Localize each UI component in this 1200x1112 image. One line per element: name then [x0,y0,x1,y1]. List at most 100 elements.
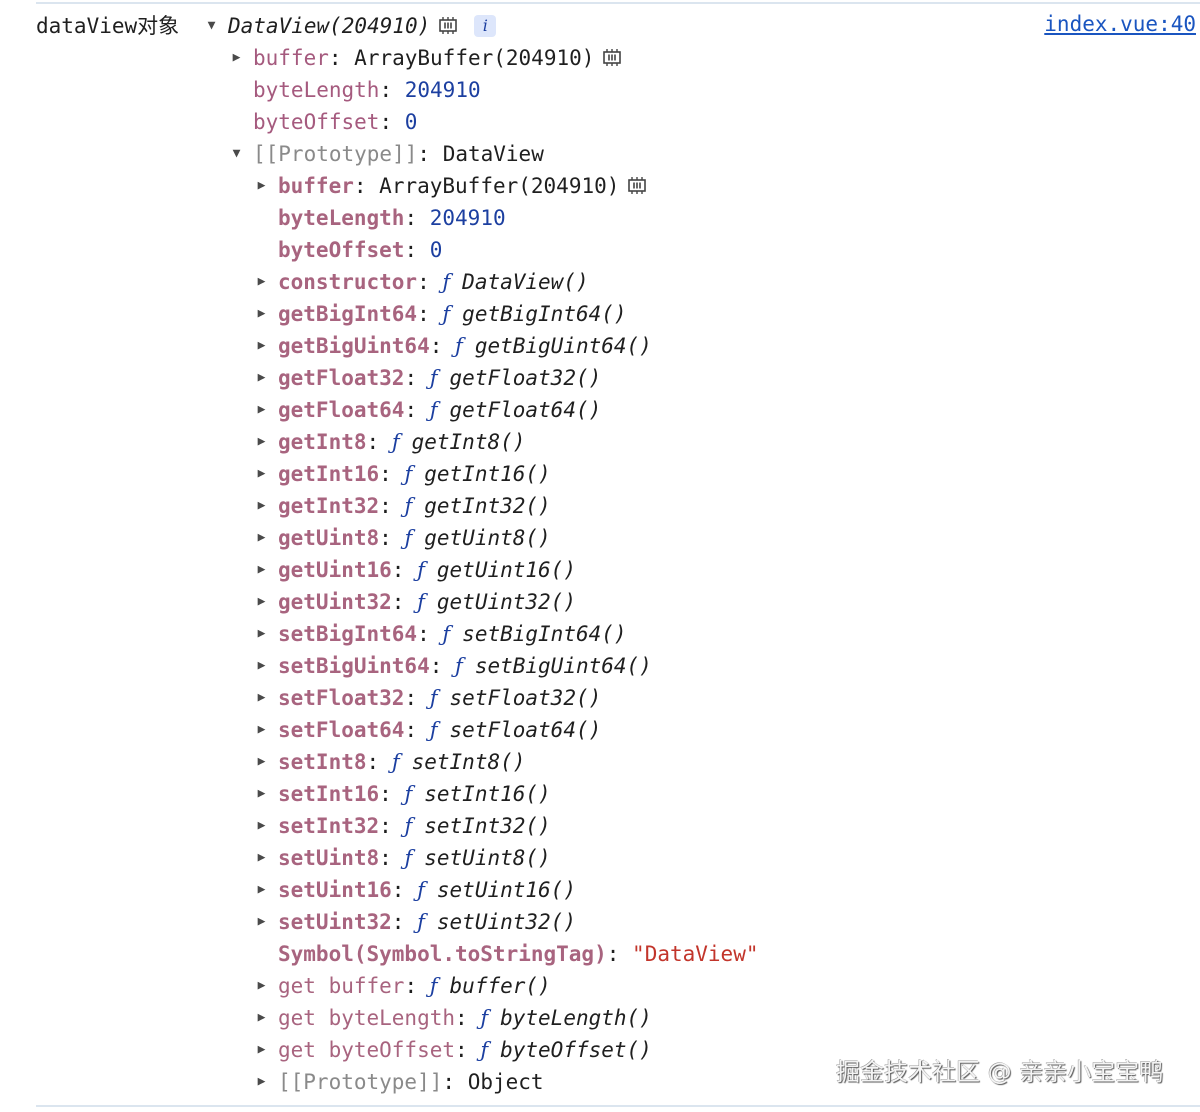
collapsed-triangle-icon[interactable]: ▶ [257,786,266,801]
expanded-triangle-icon[interactable]: ▼ [232,146,241,161]
function-icon: ƒ [480,1006,489,1030]
property-row[interactable]: ▶[[Prototype]]: Object [255,1066,544,1098]
collapsed-triangle-icon[interactable]: ▶ [257,690,266,705]
collapsed-triangle-icon[interactable]: ▶ [257,530,266,545]
memory-inspector-icon[interactable] [438,17,458,35]
function-name: getFloat64() [449,398,602,422]
property-row[interactable]: ▶buffer: ArrayBuffer(204910) [255,170,647,202]
colon: : [606,942,620,966]
function-icon: ƒ [404,526,413,550]
collapsed-triangle-icon[interactable]: ▶ [257,434,266,449]
colon: : [379,494,392,518]
source-link[interactable]: index.vue:40 [1044,12,1196,36]
collapsed-triangle-icon[interactable]: ▶ [257,562,266,577]
property-row[interactable]: ▶buffer: ArrayBuffer(204910) [230,42,622,74]
colon: : [404,206,418,230]
memory-inspector-icon[interactable] [627,177,647,195]
number-value: 204910 [429,206,506,230]
collapsed-triangle-icon[interactable]: ▶ [257,754,266,769]
colon: : [391,558,405,582]
collapsed-triangle-icon[interactable]: ▶ [257,722,266,737]
property-key: getBigInt64 [278,302,418,326]
colon: : [404,398,418,422]
collapsed-triangle-icon[interactable]: ▶ [257,850,266,865]
collapsed-triangle-icon[interactable]: ▶ [257,498,266,513]
collapsed-triangle-icon[interactable]: ▶ [257,1042,266,1057]
indent-spacer [255,234,268,266]
collapsed-triangle-icon[interactable]: ▶ [257,306,266,321]
colon: : [429,654,443,678]
colon: : [379,526,392,550]
info-icon[interactable]: i [474,15,497,37]
property-key: constructor [278,270,418,294]
function-icon: ƒ [480,1038,489,1062]
collapsed-triangle-icon[interactable]: ▶ [257,626,266,641]
collapsed-triangle-icon[interactable]: ▶ [257,1074,266,1089]
function-icon: ƒ [417,910,425,934]
collapsed-triangle-icon[interactable]: ▶ [257,338,266,353]
function-icon: ƒ [455,334,463,358]
property-key: setInt16 [278,782,380,806]
collapsed-triangle-icon[interactable]: ▶ [257,402,266,417]
collapsed-triangle-icon[interactable]: ▶ [257,370,266,385]
colon: : [379,846,392,870]
function-icon: ƒ [442,622,451,646]
colon: : [379,462,392,486]
property-key: byteOffset [253,110,380,134]
expanded-triangle-icon[interactable]: ▼ [207,18,216,33]
collapsed-triangle-icon[interactable]: ▶ [257,818,266,833]
property-row[interactable]: ▼[[Prototype]]: DataView [230,138,544,170]
property-row[interactable]: ▶ setBigInt64: ƒ setBigInt64() [255,618,627,650]
property-key: buffer [253,46,329,70]
watermark: 掘金技术社区 @ 亲亲小宝宝鸭 [836,1058,1164,1086]
colon: : [417,622,430,646]
function-name: getFloat32() [449,366,602,390]
function-name: setBigInt64() [462,622,627,646]
collapsed-triangle-icon[interactable]: ▶ [257,658,266,673]
memory-inspector-icon[interactable] [602,49,622,67]
collapsed-triangle-icon[interactable]: ▶ [257,178,266,193]
function-icon: ƒ [429,718,438,742]
property-key: buffer [278,174,354,198]
function-icon: ƒ [391,430,400,454]
property-key: getUint16 [278,558,392,582]
collapsed-triangle-icon[interactable]: ▶ [257,882,266,897]
function-name: byteLength() [500,1006,652,1030]
colon: : [379,782,392,806]
property-key: setBigInt64 [278,622,418,646]
collapsed-triangle-icon[interactable]: ▶ [232,50,241,65]
indent-spacer [255,938,268,970]
collapsed-triangle-icon[interactable]: ▶ [257,978,266,993]
property-row: byteOffset: 0 [255,234,442,266]
collapsed-triangle-icon[interactable]: ▶ [257,1010,266,1025]
collapsed-triangle-icon[interactable]: ▶ [257,274,266,289]
function-name: byteOffset() [500,1038,652,1062]
collapsed-triangle-icon[interactable]: ▶ [257,914,266,929]
collapsed-triangle-icon[interactable]: ▶ [257,594,266,609]
collapsed-triangle-icon[interactable]: ▶ [257,466,266,481]
object-root-row[interactable]: ▼ DataView(204910) i [205,10,497,42]
